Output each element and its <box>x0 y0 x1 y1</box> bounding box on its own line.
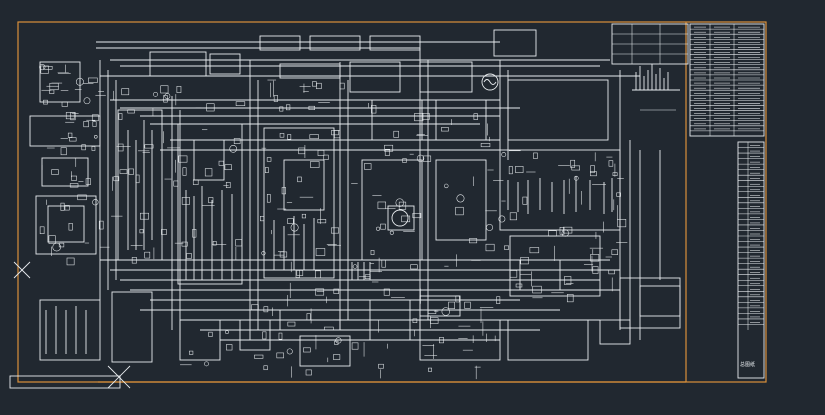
side-legend: 总图纸 <box>737 141 765 379</box>
top-component-row <box>29 29 609 255</box>
bottom-panels <box>39 277 681 367</box>
feeder-ticks <box>127 120 613 280</box>
component-glyphs <box>39 64 628 380</box>
stamp-label: 总图纸 <box>740 361 755 368</box>
bar-glyph-cluster <box>632 64 680 111</box>
ucs-origin-marker <box>9 261 131 389</box>
drawing-frame <box>17 21 767 383</box>
main-busbars <box>96 41 661 341</box>
switchgear-groups <box>117 99 621 297</box>
title-block <box>611 23 765 137</box>
